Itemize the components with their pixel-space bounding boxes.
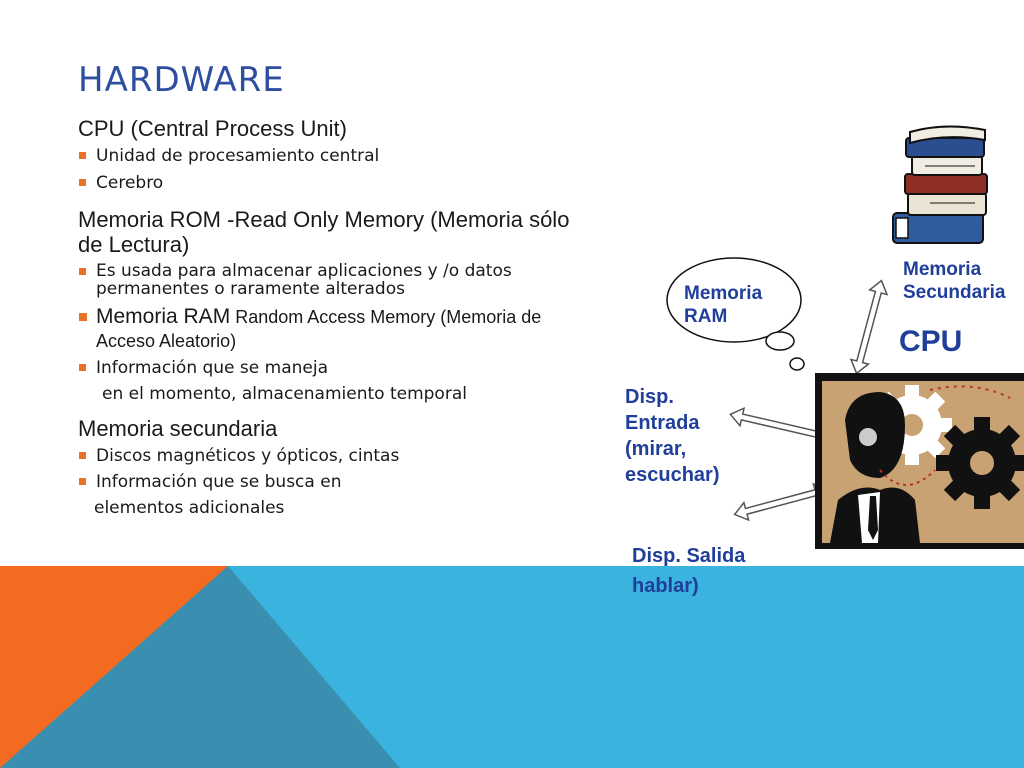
continuation-text: en el momento, almacenamiento temporal: [102, 384, 467, 404]
text-content: CPU (Central Process Unit) Unidad de pro…: [78, 116, 678, 518]
memoria-secundaria-label: Memoria Secundaria: [903, 259, 1006, 303]
thought-bubble-icon: [666, 257, 805, 371]
bullet-item: Cerebro: [78, 173, 678, 193]
cpu-label: CPU: [899, 325, 963, 358]
bullet-square-icon: [79, 268, 86, 275]
rom-heading: Memoria ROM -Read Only Memory (Memoria s…: [78, 207, 570, 257]
bullet-item: Discos magnéticos y ópticos, cintas: [78, 446, 678, 466]
disp-salida-label: Disp. Salida hablar): [632, 545, 746, 597]
books-stack-icon: [892, 125, 988, 244]
continuation-text: elementos adicionales: [94, 498, 285, 518]
disp-entrada-label: Disp. Entrada (mirar, escuchar): [625, 386, 720, 486]
bullet-item: Memoria RAM Random Access Memory (Memori…: [78, 305, 678, 353]
bullet-square-icon: [79, 364, 86, 371]
person-with-gears-icon: [815, 373, 1024, 549]
bullet-square-icon: [79, 478, 86, 485]
secondary-heading: Memoria secundaria: [78, 416, 278, 441]
bullet-item: Es usada para almacenar aplicaciones y /…: [78, 262, 678, 298]
bullet-square-icon: [79, 452, 86, 459]
slide-title: HARDWARE: [78, 60, 285, 100]
bullet-item: Unidad de procesamiento central: [78, 146, 678, 166]
bullet-square-icon: [79, 179, 86, 186]
cpu-heading: CPU (Central Process Unit): [78, 116, 347, 141]
memoria-ram-label: Memoria RAM: [684, 283, 763, 327]
bullet-square-icon: [79, 152, 86, 159]
bullet-item: Información que se maneja: [78, 358, 678, 378]
bullet-square-icon: [79, 313, 87, 321]
bullet-item: Información que se busca en: [78, 472, 678, 492]
double-arrow-icon: [729, 279, 889, 522]
